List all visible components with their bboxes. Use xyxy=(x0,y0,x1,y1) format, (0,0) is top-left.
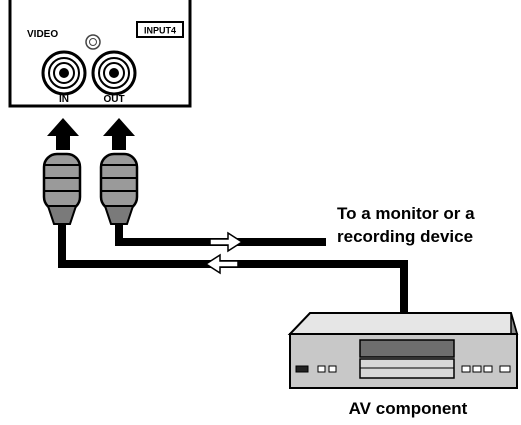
rca-plug-icon xyxy=(99,152,139,225)
out-jack-icon xyxy=(91,50,137,96)
destination-label-line2: recording device xyxy=(337,227,473,246)
flow-arrow-icon xyxy=(204,253,239,275)
in-jack-icon xyxy=(41,50,87,96)
out-label: OUT xyxy=(103,94,124,105)
in-label: IN xyxy=(59,94,69,105)
input-tag: INPUT4 xyxy=(144,26,176,36)
rca-plug-icon xyxy=(42,152,82,225)
destination-label-line1: To a monitor or a xyxy=(337,204,475,223)
video-label: VIDEO xyxy=(27,29,58,40)
up-arrow-icon xyxy=(47,118,79,150)
up-arrow-icon xyxy=(103,118,135,150)
device-label: AV component xyxy=(349,399,468,418)
vcr-icon xyxy=(287,312,519,389)
output-cable xyxy=(115,222,326,246)
rear-panel: VIDEO INPUT4 IN OUT xyxy=(8,0,192,108)
flow-arrow-icon xyxy=(209,231,244,253)
ground-terminal-icon xyxy=(85,34,101,50)
input-tag-box xyxy=(136,21,184,38)
